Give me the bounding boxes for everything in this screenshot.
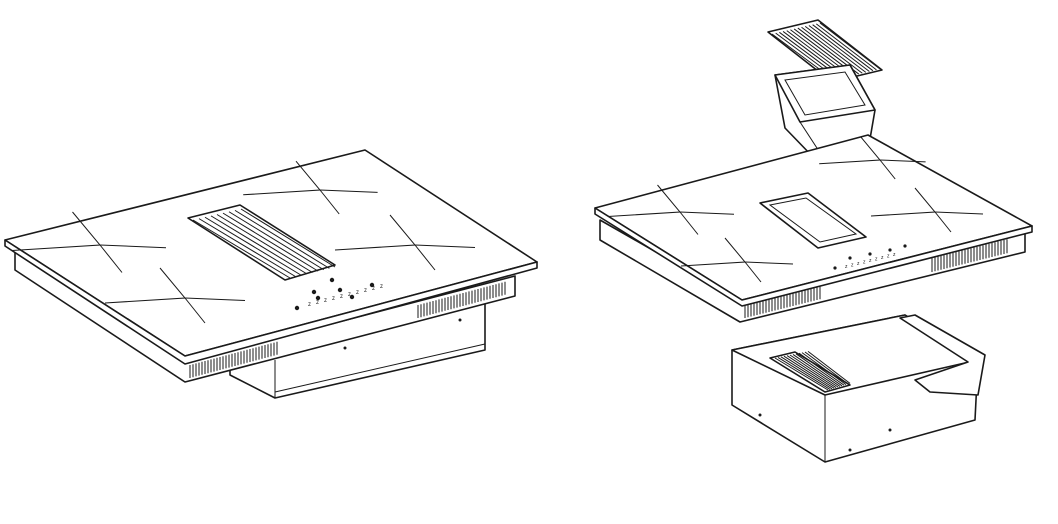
slider-segment: z [316, 300, 319, 306]
grille-slat [801, 26, 863, 74]
cooking-zone-marker [879, 159, 896, 180]
slider-segment: z [340, 294, 343, 300]
grille-slat [240, 208, 336, 268]
mesh-line [795, 353, 843, 387]
grille-slat [812, 24, 874, 72]
slider-segment: z [372, 286, 375, 292]
cooking-zone-marker [934, 211, 984, 215]
cooking-zone-marker [99, 244, 123, 273]
cooking-zone-marker [99, 244, 167, 249]
cooking-zone-marker [414, 244, 436, 271]
grille-slat [228, 211, 325, 271]
grille-slat [210, 215, 308, 275]
mesh-line [777, 356, 831, 390]
slider-segment: z [356, 290, 359, 296]
slider-segment: z [893, 252, 896, 258]
cooking-zone-marker [414, 244, 476, 248]
slider-segment: z [857, 261, 860, 267]
slider-segment: z [308, 302, 311, 308]
control-button [349, 294, 355, 300]
control-button [311, 289, 317, 295]
fan-unit [731, 314, 986, 463]
cooking-zone-marker [879, 159, 926, 163]
slider-segment: z [869, 258, 872, 264]
grille-slat [808, 25, 870, 72]
cooking-zone-marker [934, 211, 952, 233]
cooking-zone-marker [679, 211, 699, 235]
vent-opening [759, 192, 867, 249]
slider-segment: z [364, 288, 367, 294]
slider-segment: z [332, 296, 335, 302]
downdraft-grille [187, 204, 336, 281]
mesh-line [780, 356, 833, 390]
slider-segment: z [875, 257, 878, 263]
cooking-zone-marker [184, 297, 246, 301]
grille-slat [816, 23, 877, 71]
control-button [848, 256, 852, 260]
grille-slat [204, 216, 302, 276]
control-button [294, 305, 300, 311]
slider-segment: z [845, 264, 848, 270]
hob-skirt-right [599, 219, 1026, 323]
mesh-line [804, 351, 849, 385]
mesh-line [807, 351, 851, 384]
mesh-line [786, 355, 837, 389]
cooking-zone-marker [184, 297, 206, 324]
cooking-zone-marker [744, 261, 794, 265]
grille-slat [216, 214, 313, 273]
mesh-line [801, 352, 847, 386]
mesh-line [798, 352, 845, 386]
grille-slat [192, 219, 291, 279]
control-button [369, 282, 375, 288]
control-button [329, 277, 335, 283]
grille-slat [804, 25, 867, 73]
cooking-zone-marker [679, 211, 735, 215]
mesh-line [774, 357, 829, 391]
cooking-zone-marker [744, 261, 762, 283]
slider-segment: z [380, 284, 383, 290]
slider-segment: z [863, 260, 866, 266]
slider-segment: z [324, 298, 327, 304]
mesh-line [783, 355, 835, 389]
grille-slat [819, 22, 881, 70]
control-button [888, 248, 892, 252]
mesh-line [789, 354, 839, 388]
grille-cover [767, 19, 883, 83]
mesh-line [792, 353, 841, 387]
cooking-zone-marker [319, 189, 378, 193]
grille-slat [198, 218, 296, 278]
grille-slat [234, 209, 330, 269]
grille-slat [222, 212, 319, 272]
control-button [868, 252, 872, 256]
slider-segment: z [887, 254, 890, 260]
control-button [337, 287, 343, 293]
slider-segment: z [851, 263, 854, 269]
slider-segment: z [348, 292, 351, 298]
cooking-zone-marker [319, 189, 340, 215]
control-button [833, 266, 837, 270]
slider-segment: z [881, 255, 884, 261]
control-button [903, 244, 907, 248]
control-button [315, 295, 321, 301]
